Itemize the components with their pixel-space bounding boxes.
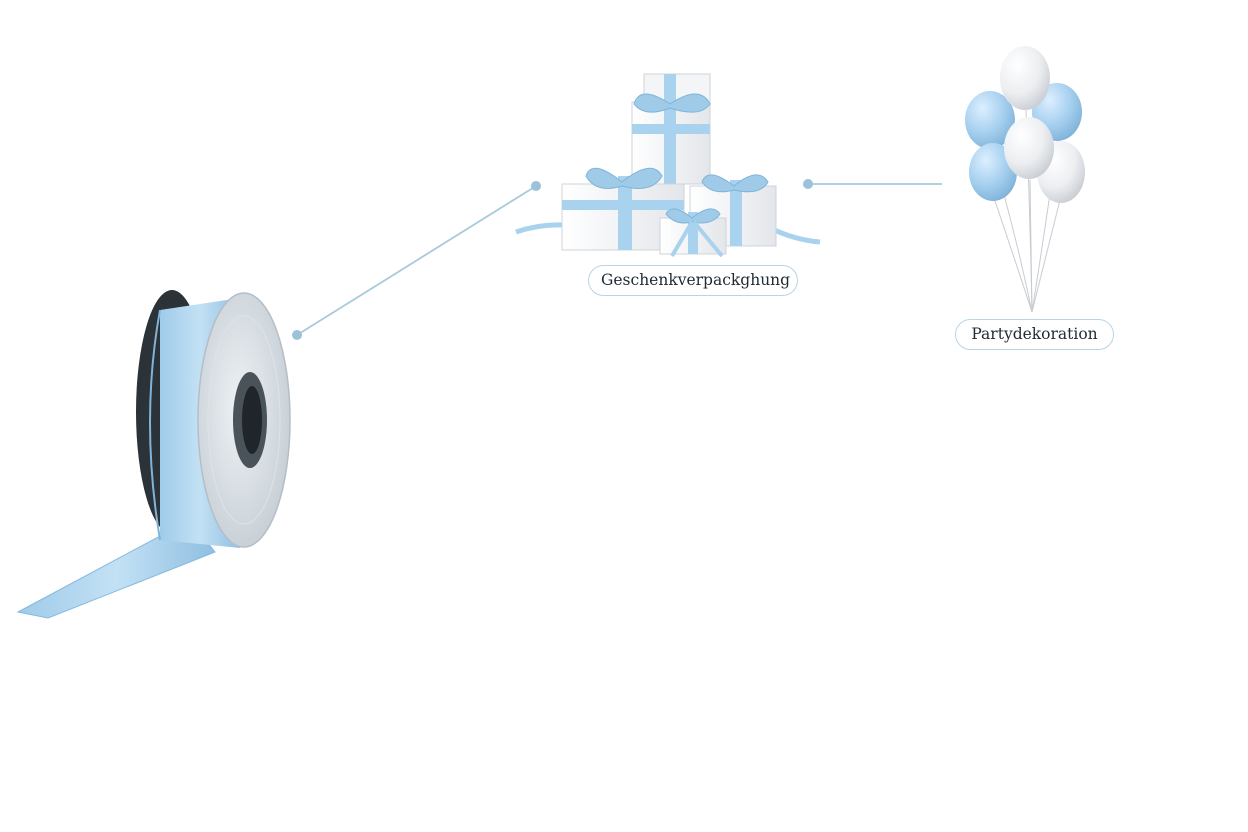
balloon-bunch-icon	[965, 46, 1085, 312]
ribbon-spool-icon	[18, 290, 290, 618]
gift-boxes-icon	[516, 74, 820, 256]
connector-gifts-to-balloons	[803, 179, 942, 189]
label-gift-wrapping: Geschenkverpackghung	[588, 265, 798, 296]
connector-spool-to-gifts	[292, 181, 541, 340]
label-party-decoration: Partydekoration	[955, 319, 1114, 350]
